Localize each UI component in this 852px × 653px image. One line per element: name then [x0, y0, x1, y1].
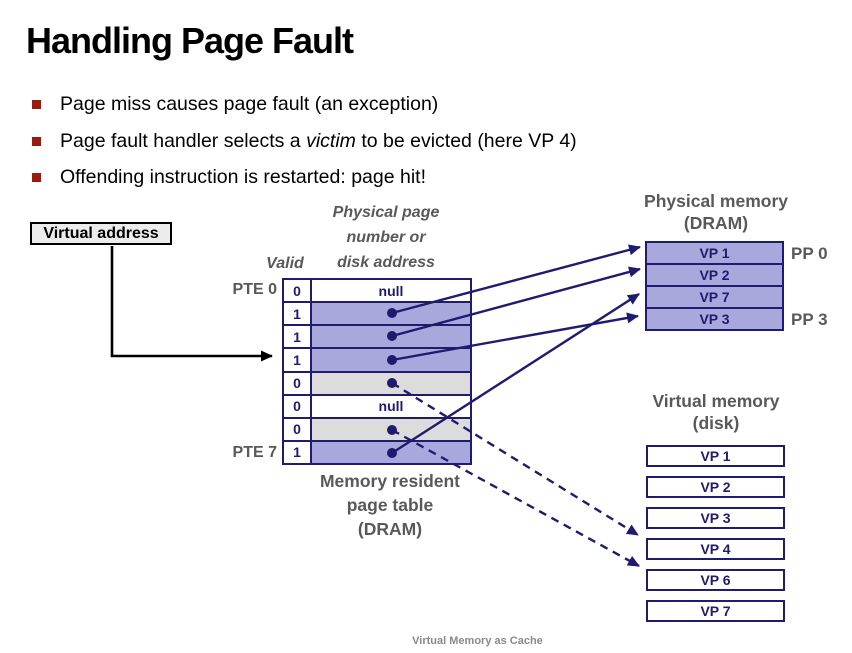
ppn-header-line: Physical page — [332, 204, 440, 221]
pte-valid-bit: 1 — [284, 326, 312, 348]
pte7-label: PTE 7 — [232, 444, 277, 461]
physical-memory-title: Physical memory (DRAM) — [626, 190, 806, 234]
pte-valid-bit: 0 — [284, 395, 312, 417]
pte-valid-bit: 0 — [284, 372, 312, 394]
dram-row: VP 1 — [647, 243, 782, 265]
title-line: (DRAM) — [683, 213, 749, 233]
bullet-text: Page fault handler selects a victim to b… — [60, 130, 577, 153]
pte-valid-bit: 1 — [284, 349, 312, 371]
dram-row: VP 2 — [647, 265, 782, 287]
disk-row: VP 7 — [646, 600, 785, 622]
disk-row: VP 6 — [646, 569, 785, 591]
pte-row-3: 1 — [284, 349, 470, 373]
valid-column-header: Valid — [266, 255, 304, 272]
pte-row-0: 0 null — [284, 280, 470, 304]
caption-line: page table — [346, 495, 434, 515]
pte-valid-bit: 0 — [284, 418, 312, 440]
slide-title: Handling Page Fault — [26, 20, 354, 61]
disk-row: VP 4 — [646, 538, 785, 560]
pte-valid-bit: 0 — [284, 280, 312, 302]
title-line: Physical memory — [644, 191, 788, 211]
pte-row-6: 0 — [284, 418, 470, 442]
bullet-text: Page miss causes page fault (an exceptio… — [60, 93, 438, 116]
disk-row: VP 1 — [646, 445, 785, 467]
pp3-label: PP 3 — [791, 310, 828, 329]
ppn-header-line: disk address — [337, 254, 435, 271]
bullet-text: Offending instruction is restarted: page… — [60, 166, 426, 189]
bullet-item: Page miss causes page fault (an exceptio… — [32, 93, 752, 116]
pte-row-7: 1 — [284, 441, 470, 463]
title-line: Virtual memory — [652, 391, 780, 411]
pte-entry-cell — [312, 372, 470, 394]
bullet-text-italic: victim — [306, 129, 356, 152]
bullet-text-segment: Page miss causes page fault (an exceptio… — [60, 93, 439, 115]
disk-table: VP 1 VP 2 VP 3 VP 4 VP 6 VP 7 — [646, 445, 785, 622]
bullet-text-segment: Offending instruction is restarted: page… — [60, 166, 427, 188]
pte-entry-cell — [312, 349, 470, 371]
pte-entry-cell — [312, 418, 470, 440]
pte-row-2: 1 — [284, 326, 470, 350]
virtual-address-arrow — [110, 246, 273, 362]
bullet-text-segment: to be evicted (here VP 4) — [355, 129, 577, 152]
pte-valid-bit: 1 — [284, 303, 312, 325]
page-table: 0 null 1 1 1 0 0 null 0 1 — [282, 278, 472, 465]
pte-entry-cell — [312, 303, 470, 325]
caption-line: (DRAM) — [357, 519, 423, 539]
pte-entry-cell: null — [312, 395, 470, 417]
bullet-item: Page fault handler selects a victim to b… — [32, 130, 752, 153]
disk-row: VP 2 — [646, 476, 785, 498]
pte-row-1: 1 — [284, 303, 470, 327]
dram-row: VP 3 — [647, 309, 782, 329]
bullet-square-icon — [32, 173, 41, 182]
ppn-column-header: Physical page number or disk address — [306, 200, 466, 275]
title-line: (disk) — [692, 413, 740, 433]
pte-entry-cell — [312, 326, 470, 348]
bullet-square-icon — [32, 136, 41, 146]
ppn-header-line: number or — [346, 229, 426, 246]
pte0-label: PTE 0 — [232, 281, 277, 298]
pte-entry-cell — [312, 441, 470, 463]
pte-entry-cell: null — [312, 280, 470, 302]
virtual-address-box: Virtual address — [30, 222, 172, 245]
slide-footer: Virtual Memory as Cache — [412, 635, 543, 647]
pp0-label: PP 0 — [791, 244, 828, 263]
dram-table: VP 1 VP 2 VP 7 VP 3 — [645, 241, 784, 331]
disk-row: VP 3 — [646, 507, 785, 529]
page-table-caption: Memory resident page table (DRAM) — [300, 469, 480, 541]
pte-row-4: 0 — [284, 372, 470, 396]
bullet-list: Page miss causes page fault (an exceptio… — [32, 93, 752, 203]
caption-line: Memory resident — [319, 471, 461, 491]
bullet-item: Offending instruction is restarted: page… — [32, 166, 752, 189]
virtual-memory-title: Virtual memory (disk) — [626, 390, 806, 434]
pte-valid-bit: 1 — [284, 441, 312, 463]
bullet-square-icon — [32, 100, 41, 109]
bullet-text-segment: Page fault handler selects a — [60, 129, 307, 152]
pte-row-5: 0 null — [284, 395, 470, 419]
dram-row: VP 7 — [647, 287, 782, 309]
